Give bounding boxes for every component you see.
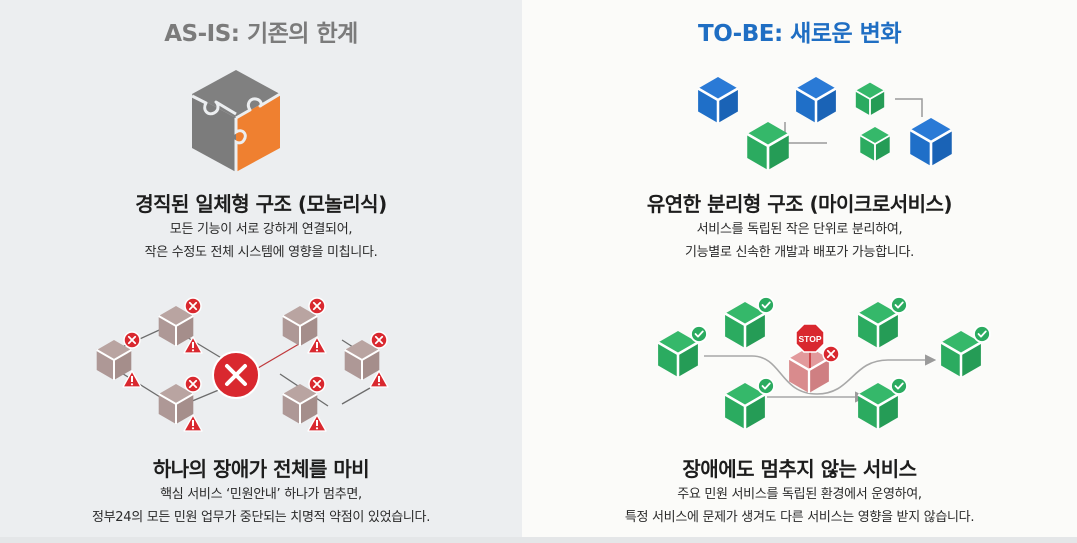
- as-is-section2-desc-line1: 핵심 서비스 ‘민원안내’ 하나가 멈추면,: [160, 487, 362, 502]
- bottom-border: [0, 537, 1077, 543]
- as-is-section1-desc-line1: 모든 기능이 서로 강하게 연결되어,: [169, 222, 353, 237]
- to-be-section1-desc-line1: 서비스를 독립된 작은 단위로 분리하여,: [696, 222, 903, 237]
- stop-sign-label: STOP: [799, 334, 822, 344]
- as-is-section1-desc-line2: 작은 수정도 전체 시스템에 영향을 미칩니다.: [144, 245, 378, 260]
- to-be-panel: TO-BE: 새로운 변화 유연한 분리형 구조 (마이크로서비스) 서비스를 …: [522, 0, 1077, 537]
- to-be-section2-desc-line2: 특정 서비스에 문제가 생겨도 다른 서비스는 영향을 받지 않습니다.: [624, 510, 975, 525]
- microservice-cubes-icon: [696, 75, 954, 172]
- as-is-section2-heading: 하나의 장애가 전체를 마비: [152, 457, 370, 481]
- fault-isolation-network-icon: STOP: [656, 296, 991, 431]
- as-is-panel: AS-IS: 기존의 한계 경직된 일체형 구조 (모놀리식) 모든 기능이 서…: [0, 0, 522, 537]
- puzzle-cube-icon: [191, 70, 281, 172]
- cascading-failure-network-icon: [95, 297, 389, 432]
- to-be-section1-desc-line2: 기능별로 신속한 개발과 배포가 가능합니다.: [684, 245, 915, 260]
- as-is-section1-heading: 경직된 일체형 구조 (모놀리식): [135, 192, 387, 216]
- to-be-section2-heading: 장애에도 멈추지 않는 서비스: [682, 457, 917, 481]
- to-be-section1-heading: 유연한 분리형 구조 (마이크로서비스): [646, 192, 953, 216]
- to-be-section2-desc-line1: 주요 민원 서비스를 독립된 환경에서 운영하여,: [677, 487, 922, 502]
- to-be-title: TO-BE: 새로운 변화: [698, 21, 901, 47]
- as-is-title: AS-IS: 기존의 한계: [164, 21, 358, 47]
- as-is-section2-desc-line2: 정부24의 모든 민원 업무가 중단되는 치명적 약점이 있었습니다.: [91, 510, 431, 525]
